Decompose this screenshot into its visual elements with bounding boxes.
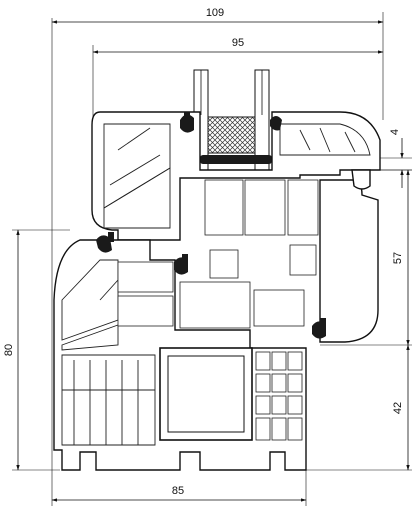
dim-label-right-rebate: 4 <box>389 129 401 135</box>
dimension-right-sash-height: 57 <box>320 169 412 346</box>
dim-label-top-total: 109 <box>206 7 224 19</box>
gasket-right <box>312 318 326 339</box>
sash-profile <box>91 111 381 241</box>
glazing-seal <box>200 155 272 164</box>
gasket-middle <box>174 254 188 275</box>
gasket-glazing-inner <box>270 116 282 131</box>
gasket-glazing-outer <box>180 112 194 133</box>
dim-label-right-lower-height: 42 <box>392 402 404 414</box>
dim-label-right-sash-height: 57 <box>392 252 404 264</box>
glass-spacer <box>207 116 256 154</box>
dim-label-bottom-frame-width: 85 <box>172 485 184 497</box>
gaskets <box>96 112 326 339</box>
sash-chambers <box>204 179 379 343</box>
dimension-right-lower-height: 42 <box>300 344 412 471</box>
glazing-unit <box>193 69 272 171</box>
dimension-top-total: 109 <box>51 7 384 478</box>
gasket-sash-frame <box>96 232 114 253</box>
dimension-bottom-frame-width: 85 <box>51 470 307 506</box>
dimension-left-frame-height: 80 <box>3 229 70 471</box>
middle-chambers <box>117 261 305 329</box>
frame-reinforcement <box>159 347 303 441</box>
dim-label-left-frame-height: 80 <box>3 344 15 356</box>
sash-hook <box>351 169 371 190</box>
dim-label-top-sash: 95 <box>232 37 244 49</box>
